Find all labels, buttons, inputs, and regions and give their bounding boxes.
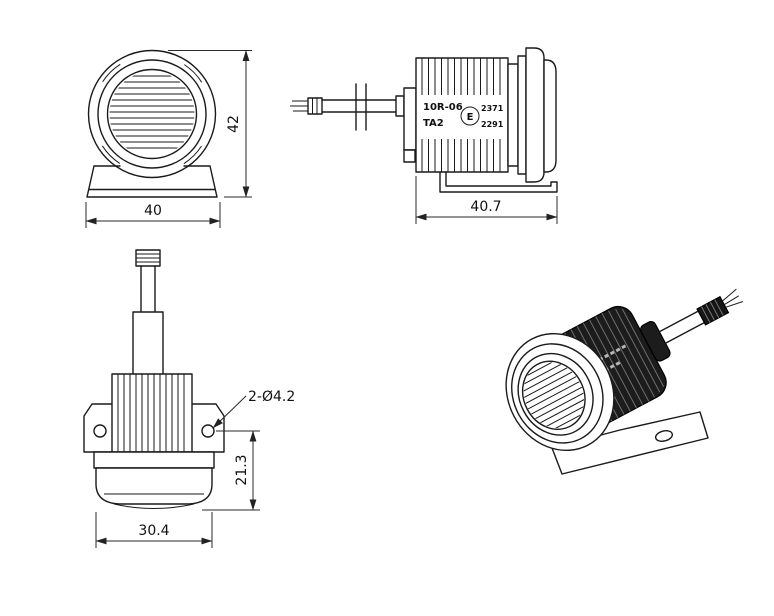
- cable-grommet: [355, 83, 367, 131]
- mounting-hole-right: [201, 424, 215, 438]
- dim-text-front-width: 40: [144, 203, 162, 219]
- approval-number-bottom: 2291: [481, 120, 504, 129]
- cable-side: [321, 99, 405, 113]
- marking-panel: [419, 95, 506, 139]
- bezel-mid-circle: [97, 59, 207, 169]
- bezel-notch-arcs: [92, 54, 212, 174]
- e-mark-circle: [460, 106, 480, 126]
- bezel-housing-top: [93, 451, 215, 469]
- iso-wire-tips: [722, 288, 744, 308]
- mounting-bracket-front: [86, 165, 218, 198]
- hole-leader-line: [212, 395, 247, 429]
- lens-rim-circle: [106, 68, 198, 160]
- marking-type-approval: 10R-06: [423, 102, 463, 113]
- wire-strands: [290, 100, 310, 112]
- cable-top: [140, 265, 156, 313]
- e-mark-letter: E: [467, 112, 474, 123]
- wire-ferrule-stripes: [312, 98, 318, 114]
- side-view: 10R-06 TA2 E 2371 2291 40.7: [290, 47, 558, 224]
- bezel-outer-circle: [87, 49, 217, 179]
- lens-dome-top: [113, 503, 195, 509]
- bezel-top: [95, 467, 213, 505]
- iso-bracket-hole: [654, 430, 674, 442]
- bezel-flange: [525, 47, 545, 183]
- iso-cable-gland: [640, 321, 671, 362]
- iso-connector-stripes: [701, 299, 724, 323]
- marking-variant: TA2: [423, 118, 444, 129]
- ferrule-stripes-top: [136, 253, 160, 263]
- mounting-bracket-side: [439, 171, 558, 193]
- dim-text-side-width: 40.7: [470, 199, 501, 215]
- bezel-ring-1: [507, 63, 519, 167]
- cable-gland-step: [395, 95, 405, 117]
- iso-lens-hatch: [512, 353, 596, 437]
- gland-screw: [403, 149, 416, 163]
- dim-text-front-height: 42: [226, 115, 242, 133]
- lens-hatch: [109, 75, 195, 149]
- cable-sleeve: [132, 311, 164, 375]
- lens-dome-side: [543, 59, 557, 173]
- iso-view: [505, 288, 744, 475]
- body-ribs-top: [117, 374, 185, 452]
- wire-ferrule: [307, 97, 323, 115]
- front-view: 40 42: [85, 49, 252, 228]
- dim-text-holes: 2-Ø4.2: [248, 389, 295, 405]
- cable-gland: [403, 87, 417, 151]
- iso-bracket-plate: [551, 411, 709, 475]
- dim-text-top-width: 30.4: [138, 523, 169, 539]
- iso-cable-connector: [696, 295, 730, 326]
- bezel-ring-2: [517, 55, 527, 175]
- iso-cable: [658, 310, 706, 344]
- mounting-hole-left: [93, 424, 107, 438]
- top-view: 2-Ø4.2 21.3 30.4: [83, 249, 295, 548]
- approval-number-top: 2371: [481, 104, 504, 113]
- dim-text-top-height: 21.3: [234, 454, 250, 485]
- lamp-body-top: [111, 373, 193, 453]
- iso-lamp: [505, 288, 744, 452]
